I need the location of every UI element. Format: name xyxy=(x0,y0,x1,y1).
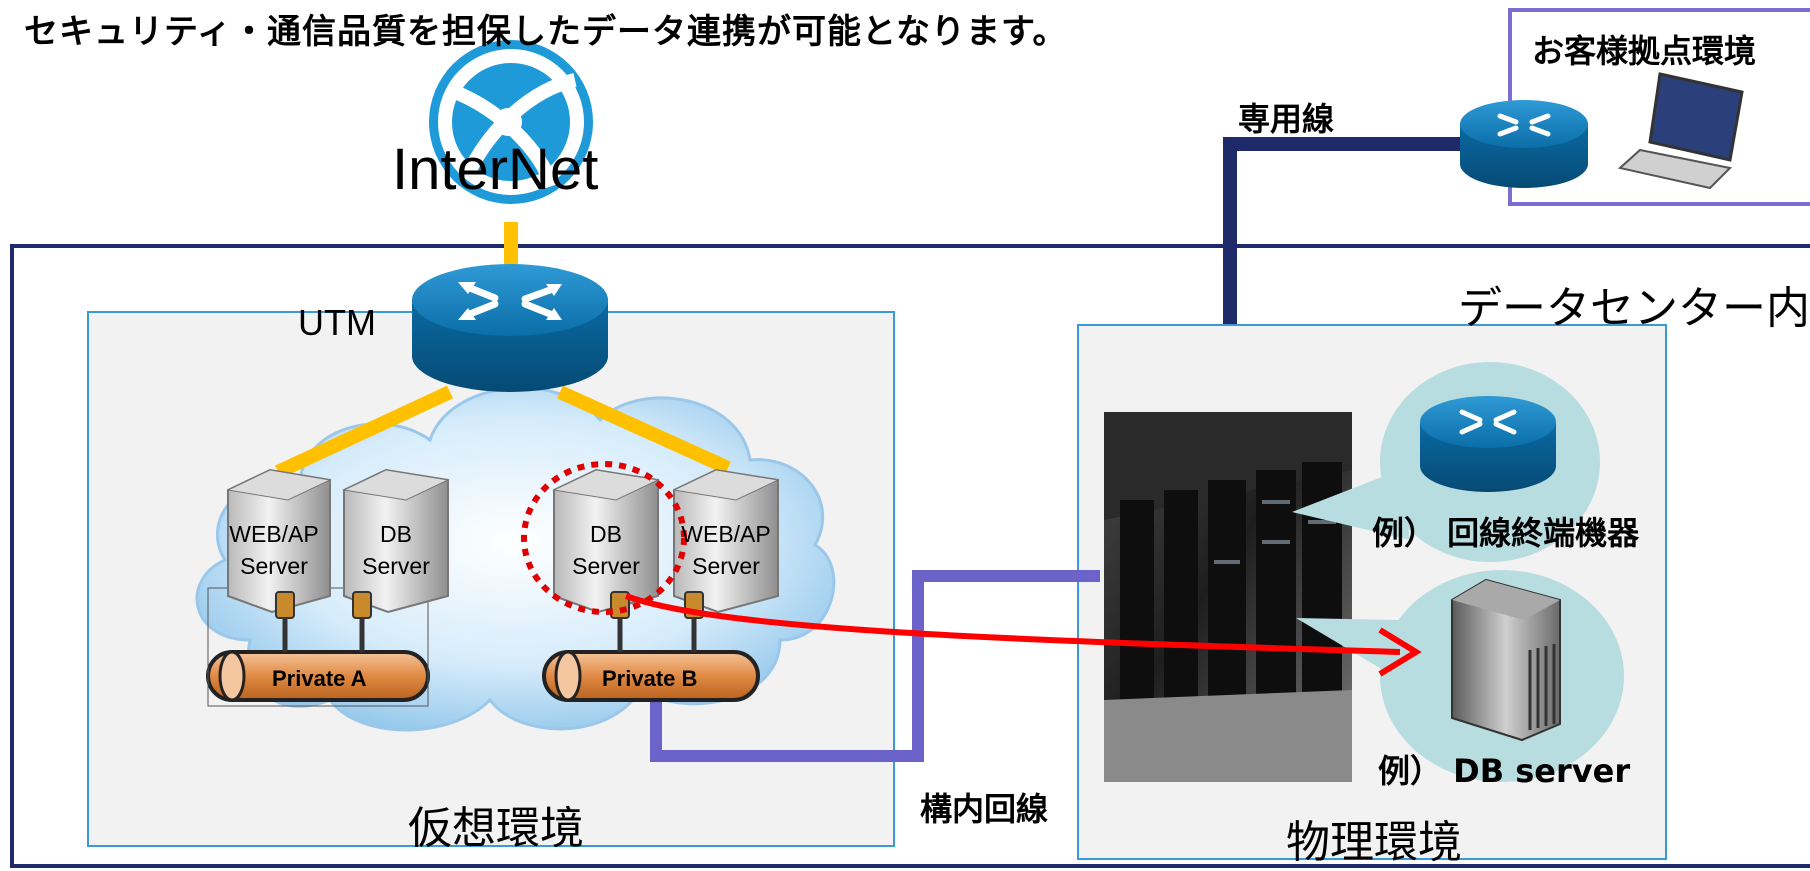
server-icon-web-ap-b xyxy=(672,468,780,614)
server-label-db-b: DB Server xyxy=(546,518,666,582)
globe-icon xyxy=(429,40,593,204)
server-label-web-ap-a: WEB/AP Server xyxy=(214,518,334,582)
private-network-b xyxy=(542,650,760,702)
datacenter-label: データセンター内 xyxy=(1458,283,1810,334)
server-label-line2: Server xyxy=(362,553,430,579)
server-label-line2: Server xyxy=(692,553,760,579)
internet-label: InterNet xyxy=(392,137,599,202)
server-icon-physical-db xyxy=(1451,578,1561,742)
server-label-line1: WEB/AP xyxy=(229,521,319,547)
server-icon-db-b xyxy=(552,468,660,614)
laptop-icon xyxy=(1617,72,1744,190)
utm-router-icon xyxy=(412,264,608,392)
headline: セキュリティ・通信品質を担保したデータ連携が可能となります。 xyxy=(24,12,1068,52)
server-rack-photo xyxy=(1104,412,1352,782)
campus-line-label: 構内回線 xyxy=(920,790,1049,828)
router-icon-example xyxy=(1420,396,1556,492)
private-b-label: Private B xyxy=(602,666,698,691)
utm-link-right xyxy=(557,385,731,475)
server-label-db-a: DB Server xyxy=(336,518,456,582)
router-example-label: 例） 回線終端機器 xyxy=(1372,514,1640,552)
datacenter-frame xyxy=(10,244,1810,868)
server-icon-web-ap-a xyxy=(226,468,332,614)
dedicated-line xyxy=(1223,137,1470,412)
virtual-env-label: 仮想環境 xyxy=(408,803,584,854)
customer-site-label: お客様拠点環境 xyxy=(1532,32,1757,70)
server-label-web-ap-b: WEB/AP Server xyxy=(666,518,786,582)
campus-line xyxy=(650,570,1100,762)
db-server-example-label: 例） DB server xyxy=(1378,752,1631,790)
data-flow-arrowhead xyxy=(1378,627,1422,677)
utm-label: UTM xyxy=(298,302,376,343)
utm-link-left xyxy=(275,385,453,479)
physical-env-label: 物理環境 xyxy=(1286,817,1462,868)
server-label-line1: DB xyxy=(380,521,412,547)
private-network-a xyxy=(206,650,430,702)
server-label-line2: Server xyxy=(572,553,640,579)
dedicated-line-label: 専用線 xyxy=(1238,100,1335,138)
highlight-circle xyxy=(521,461,687,615)
data-flow-arrow xyxy=(624,593,1401,655)
private-a-label: Private A xyxy=(272,666,367,691)
server-icon-db-a xyxy=(342,468,450,614)
connector-plugs xyxy=(275,591,704,619)
server-label-line1: DB xyxy=(590,521,622,547)
server-label-line1: WEB/AP xyxy=(681,521,771,547)
server-label-line2: Server xyxy=(240,553,308,579)
customer-router-icon xyxy=(1460,100,1588,188)
